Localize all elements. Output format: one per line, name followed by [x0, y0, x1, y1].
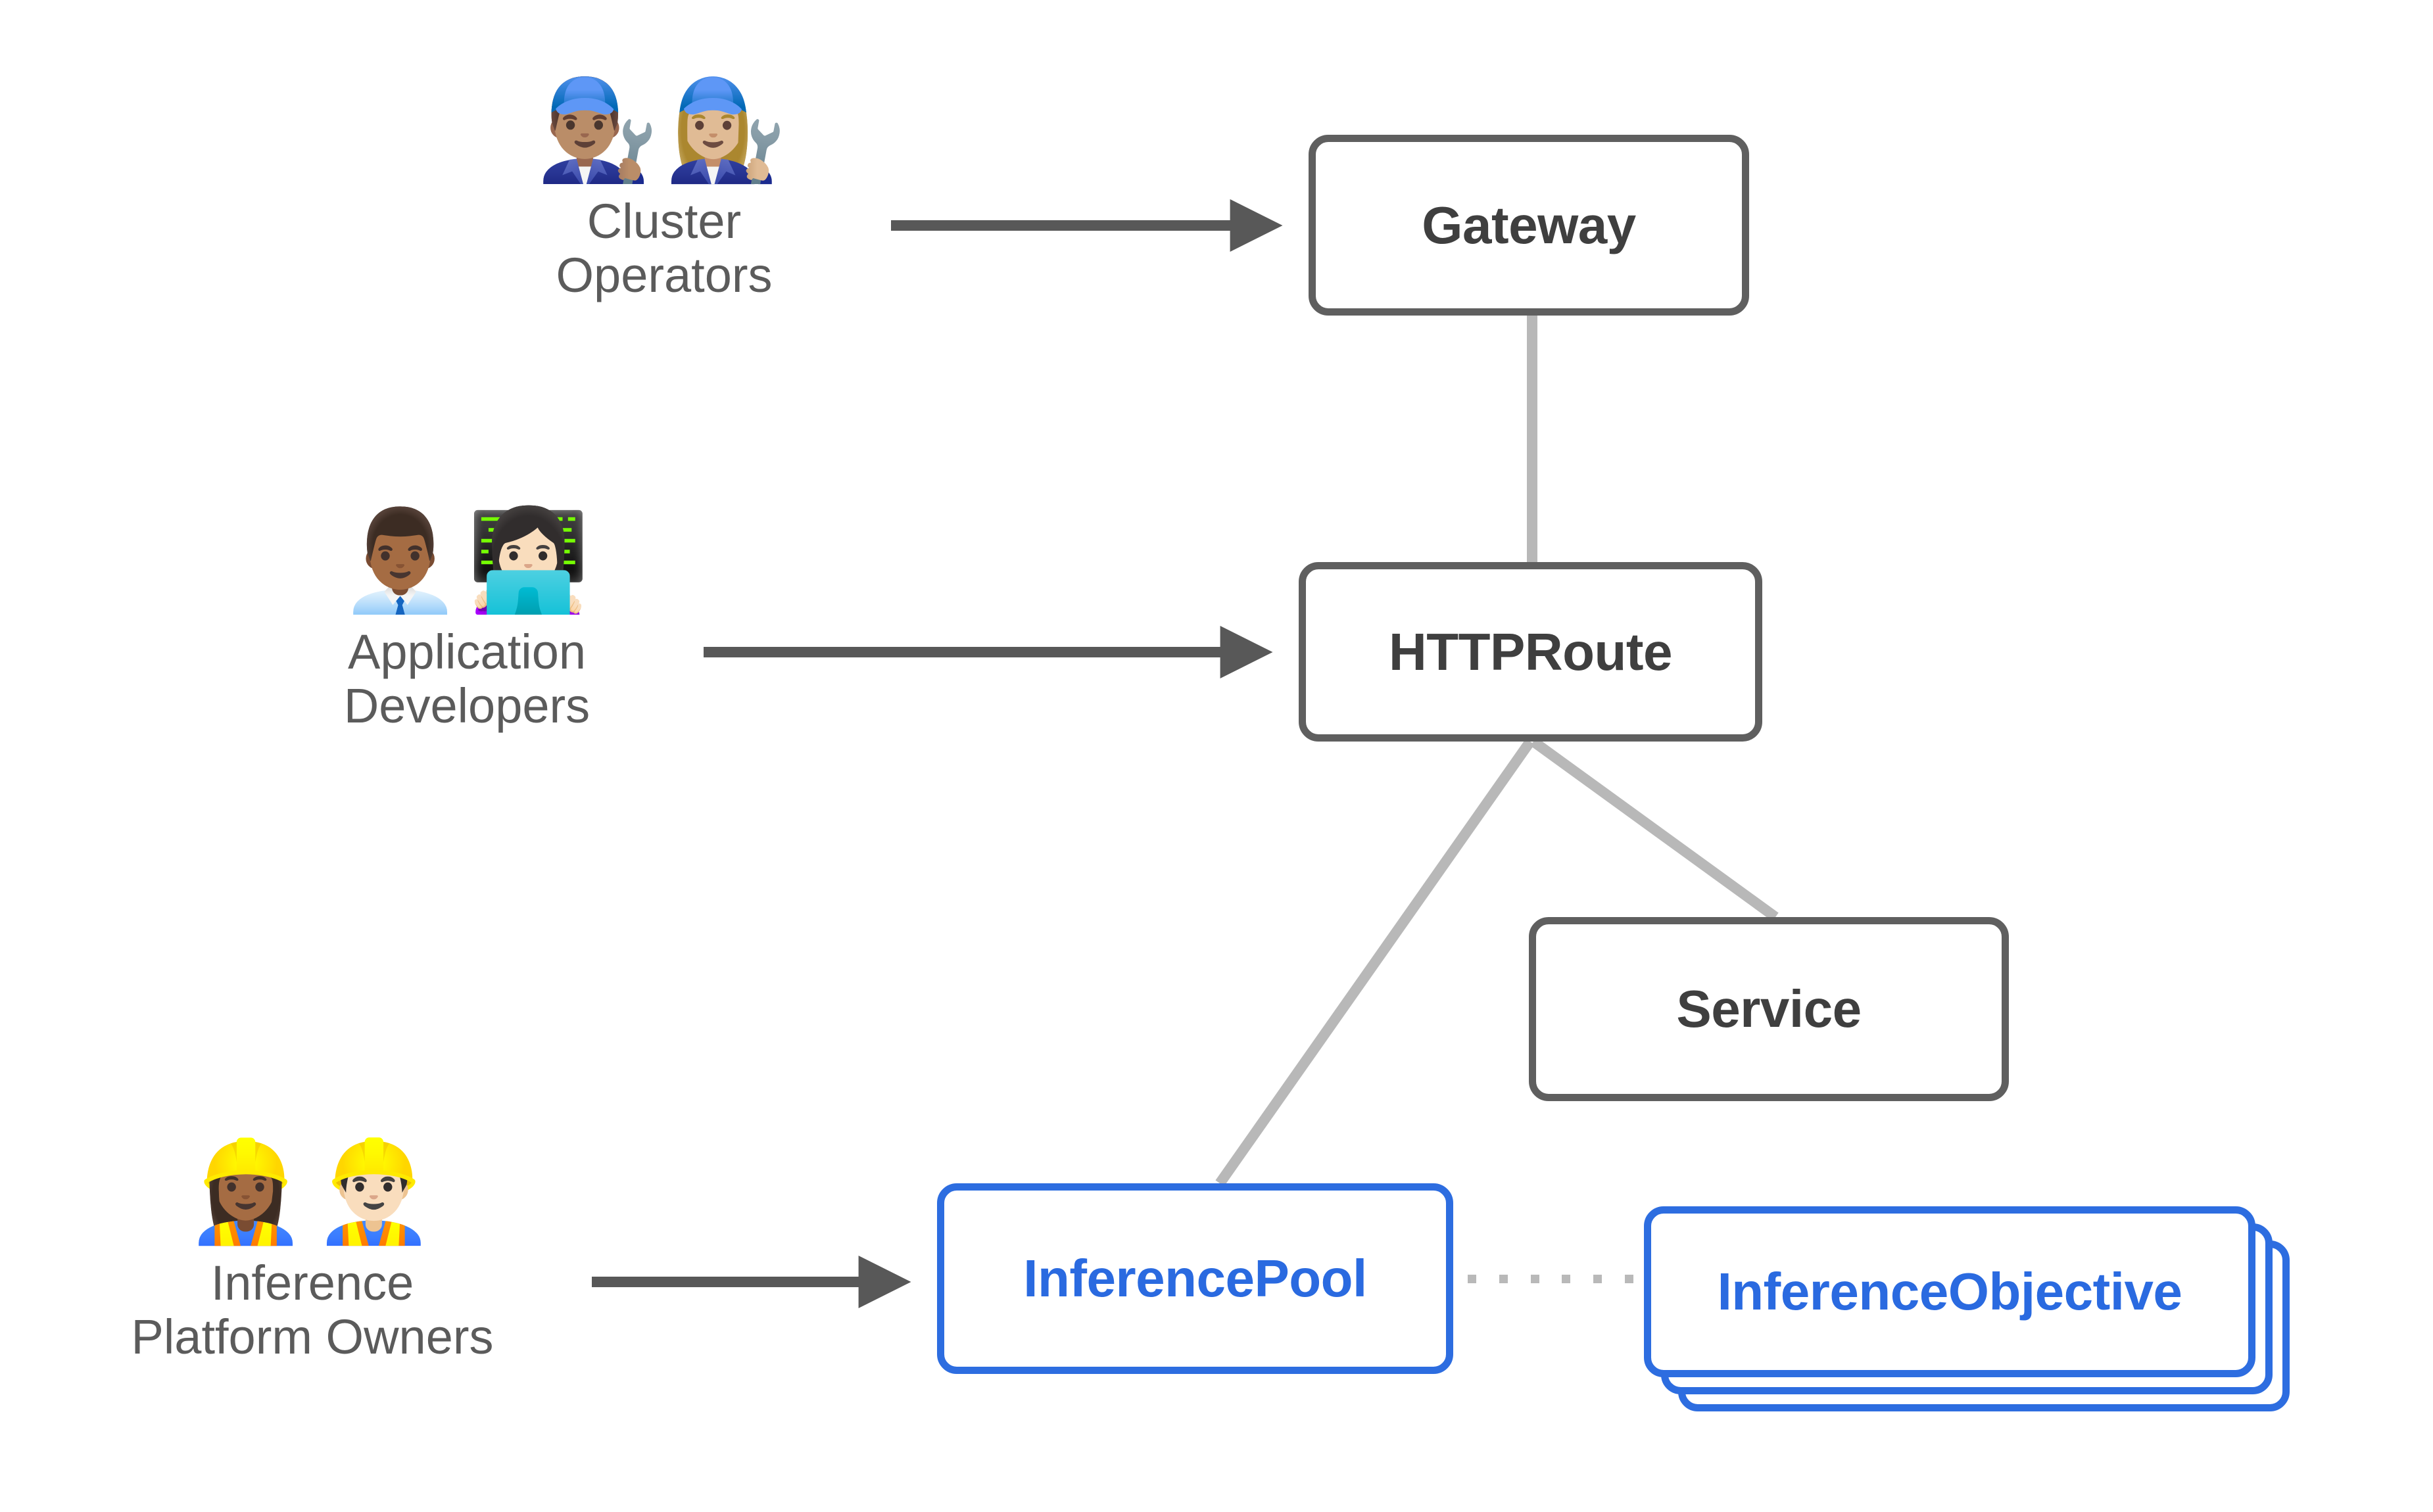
persona-label-cluster-operators: Cluster Operators: [556, 193, 773, 303]
persona-label-inference-platform-owners: Inference Platform Owners: [131, 1255, 494, 1365]
node-inferencepool[interactable]: InferencePool: [937, 1183, 1453, 1374]
node-service[interactable]: Service: [1529, 917, 2009, 1101]
office-worker-and-technologist-pair-icon: 👨🏾‍💼👩🏻‍💻: [339, 504, 595, 618]
node-label-inferencepool: InferencePool: [1023, 1249, 1367, 1308]
edge-httproute-to-inferencepool: [1215, 738, 1535, 1187]
link-dot: [1468, 1274, 1476, 1283]
node-httproute[interactable]: HTTPRoute: [1299, 562, 1762, 742]
node-inferenceobjective[interactable]: InferenceObjective: [1644, 1206, 2255, 1377]
link-dot: [1593, 1274, 1602, 1283]
edge-httproute-to-service: [1530, 737, 1779, 922]
node-label-httproute: HTTPRoute: [1388, 622, 1673, 681]
node-gateway[interactable]: Gateway: [1309, 135, 1749, 316]
node-inferenceobjective-stack[interactable]: InferenceObjective: [1644, 1206, 2301, 1411]
node-label-inferenceobjective: InferenceObjective: [1717, 1262, 2182, 1321]
mechanic-pair-icon: 👨🏽‍🔧👩🏼‍🔧: [536, 73, 792, 187]
persona-label-application-developers: Application Developers: [343, 624, 590, 734]
persona-inference-platform-owners: 👷🏾‍♀️👷🏻‍♂️ Inference Platform Owners: [85, 1135, 539, 1365]
link-dot: [1499, 1274, 1508, 1283]
persona-cluster-operators: 👨🏽‍🔧👩🏼‍🔧 Cluster Operators: [500, 73, 829, 303]
node-label-gateway: Gateway: [1422, 195, 1636, 254]
persona-application-developers: 👨🏾‍💼👩🏻‍💻 Application Developers: [296, 509, 638, 734]
node-label-service: Service: [1676, 980, 1862, 1038]
construction-worker-pair-icon: 👷🏾‍♀️👷🏻‍♂️: [184, 1135, 441, 1249]
link-dot: [1624, 1274, 1633, 1283]
edge-inferencepool-to-inferenceobjective: [1468, 1274, 1633, 1283]
link-dot: [1530, 1274, 1539, 1283]
link-dot: [1562, 1274, 1571, 1283]
